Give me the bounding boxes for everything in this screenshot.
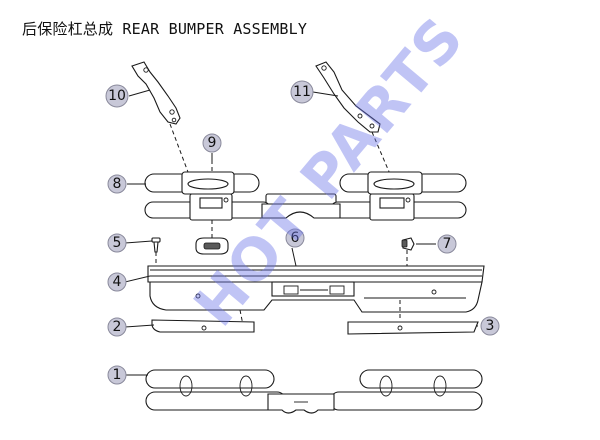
svg-text:7: 7 xyxy=(443,236,452,252)
svg-text:1: 1 xyxy=(113,367,122,383)
svg-text:3: 3 xyxy=(486,318,495,334)
callout-7: 7 xyxy=(437,234,457,254)
diagram-title: 后保险杠总成 REAR BUMPER ASSEMBLY xyxy=(22,20,308,38)
part-3-right-skid-plate xyxy=(347,321,479,335)
callout-1: 1 xyxy=(107,365,127,385)
callout-9: 9 xyxy=(202,133,222,153)
part-7-end-cap xyxy=(401,237,415,251)
svg-text:9: 9 xyxy=(208,135,217,151)
part-11-right-bracket xyxy=(315,61,381,133)
svg-text:11: 11 xyxy=(293,84,311,100)
part-10-left-bracket xyxy=(131,61,181,125)
svg-text:8: 8 xyxy=(113,176,122,192)
callout-3: 3 xyxy=(480,316,500,336)
svg-text:5: 5 xyxy=(113,235,122,251)
callout-6: 6 xyxy=(285,228,305,248)
callout-10: 10 xyxy=(105,84,129,108)
callout-5: 5 xyxy=(107,233,127,253)
part-1-lower-tube-assembly xyxy=(145,369,483,414)
svg-text:10: 10 xyxy=(108,88,126,104)
part-9-cover-plate xyxy=(195,237,229,255)
callout-4: 4 xyxy=(107,272,127,292)
part-5-bolt xyxy=(151,237,161,253)
callout-2: 2 xyxy=(107,317,127,337)
callout-8: 8 xyxy=(107,174,127,194)
part-2-left-skid-plate xyxy=(151,319,255,333)
svg-text:4: 4 xyxy=(113,274,122,290)
callout-11: 11 xyxy=(290,80,314,104)
svg-text:2: 2 xyxy=(113,319,122,335)
svg-text:6: 6 xyxy=(291,230,300,246)
part-8-upper-tube-guard xyxy=(144,171,467,221)
part-6-bumper-body xyxy=(147,265,485,313)
